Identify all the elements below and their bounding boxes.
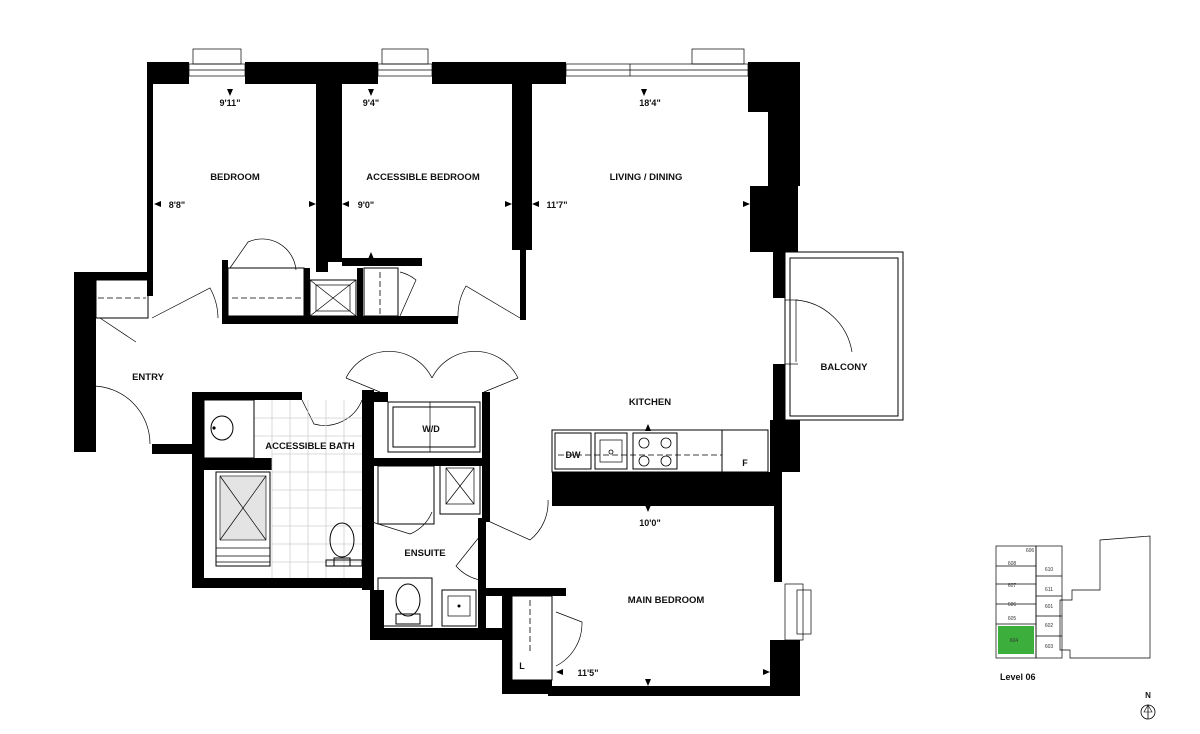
dim-bedroom-width: 9'11" (220, 98, 241, 108)
label-accessible-bath: ACCESSIBLE BATH (265, 441, 355, 452)
washer-dryer-area (387, 401, 481, 453)
dim-accessible-bedroom-depth: 9'0" (358, 200, 374, 210)
key-unit-label: 610 (1045, 567, 1054, 573)
kitchen-fixtures (551, 429, 769, 485)
key-unit-label: 608 (1008, 561, 1017, 567)
room-labels: BEDROOM ACCESSIBLE BEDROOM LIVING / DINI… (132, 172, 868, 606)
dimension-labels: 9'11" 8'8" 9'4" 9'0" 18'4" 11'7" 10'0" 1… (169, 98, 661, 678)
label-dishwasher: DW (566, 450, 581, 460)
dimension-markers (154, 89, 770, 686)
label-bedroom: BEDROOM (210, 172, 260, 183)
dim-main-bedroom-depth: 11'5" (578, 668, 599, 678)
key-unit-label: 607 (1008, 583, 1017, 589)
label-kitchen: KITCHEN (629, 397, 671, 408)
label-washer-dryer: W/D (422, 424, 440, 434)
fixture-labels: W/D DW F L (422, 424, 748, 671)
key-unit-label: 603 (1045, 644, 1054, 650)
label-linen: L (519, 661, 525, 671)
dim-main-bedroom-width: 10'0" (639, 518, 660, 528)
label-entry: ENTRY (132, 372, 165, 383)
dim-living-width: 18'4" (639, 98, 660, 108)
label-accessible-bedroom: ACCESSIBLE BEDROOM (366, 172, 480, 183)
key-plan: 606 608 610 607 611 606 601 605 602 604 … (995, 535, 1151, 682)
doors (91, 238, 583, 667)
dim-living-depth: 11'7" (547, 200, 568, 210)
key-unit-label: 611 (1045, 587, 1053, 593)
key-plan-level: Level 06 (1000, 672, 1036, 682)
north-label: N (1145, 691, 1151, 700)
key-unit-label: 604 (1010, 638, 1019, 644)
north-arrow: N (1140, 691, 1156, 720)
label-ensuite: ENSUITE (404, 548, 445, 559)
key-unit-label: 601 (1045, 604, 1054, 610)
label-fridge: F (742, 458, 748, 468)
accessible-bath-fixtures (203, 399, 363, 578)
windows (188, 48, 812, 641)
dim-accessible-bedroom-width: 9'4" (363, 98, 379, 108)
closets (95, 267, 553, 681)
label-balcony: BALCONY (821, 362, 869, 373)
balcony (784, 251, 904, 421)
key-unit-label: 606 (1026, 548, 1035, 554)
ensuite-fixtures (377, 461, 481, 627)
label-main-bedroom: MAIN BEDROOM (628, 595, 705, 606)
key-unit-label: 602 (1045, 623, 1054, 629)
dim-bedroom-depth: 8'8" (169, 200, 185, 210)
key-unit-label: 605 (1008, 616, 1017, 622)
walls (74, 62, 800, 696)
label-living-dining: LIVING / DINING (610, 172, 683, 183)
key-plan-highlight-unit (998, 626, 1034, 654)
key-unit-label: 606 (1008, 602, 1017, 608)
